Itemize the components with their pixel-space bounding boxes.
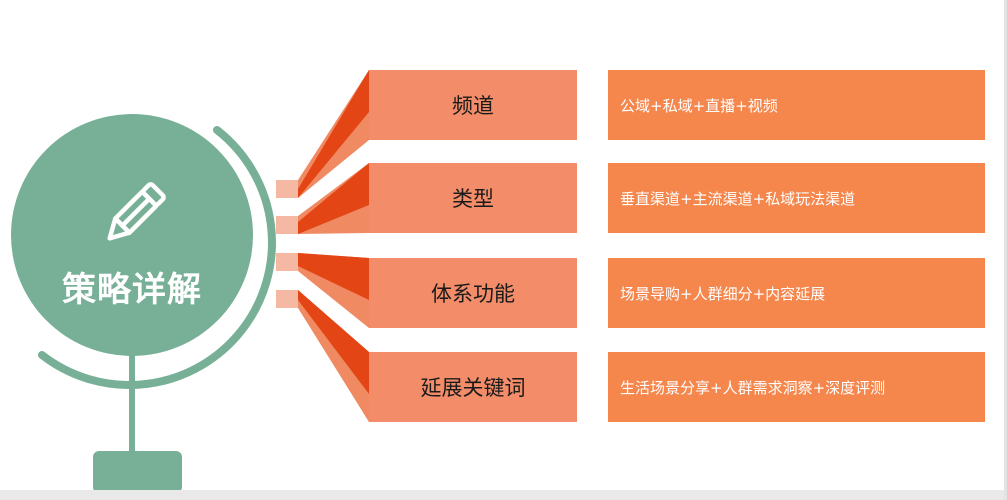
category-box-system-function: 体系功能	[369, 258, 577, 328]
connector-wedge-1-dark	[298, 70, 369, 198]
globe-arc	[38, 126, 276, 389]
detail-box-extended-keywords: 生活场景分享+人群需求洞察+深度评测	[608, 352, 985, 422]
globe-stand-pole	[129, 340, 135, 455]
category-box-type: 类型	[369, 163, 577, 233]
right-edge	[1004, 0, 1007, 500]
globe-circle	[11, 114, 253, 356]
bottom-strip	[0, 490, 1007, 500]
connector-tab-1	[276, 180, 298, 198]
connector-tab-3	[276, 253, 298, 271]
connector-wedge-3-dark	[298, 253, 369, 300]
detail-box-channel: 公域+私域+直播+视频	[608, 70, 985, 140]
globe-stand-base	[93, 451, 182, 493]
detail-box-type: 垂直渠道+主流渠道+私域玩法渠道	[608, 163, 985, 233]
connector-tab-4	[276, 290, 298, 308]
pencil-icon	[107, 182, 166, 241]
connector-tab-2	[276, 216, 298, 234]
category-box-extended-keywords: 延展关键词	[369, 352, 577, 422]
diagram-title: 策略详解	[62, 270, 202, 310]
detail-box-system-function: 场景导购+人群细分+内容延展	[608, 258, 985, 328]
connector-wedge-4-dark	[298, 290, 369, 394]
category-box-channel: 频道	[369, 70, 577, 140]
connector-wedge-2-dark	[298, 163, 369, 234]
